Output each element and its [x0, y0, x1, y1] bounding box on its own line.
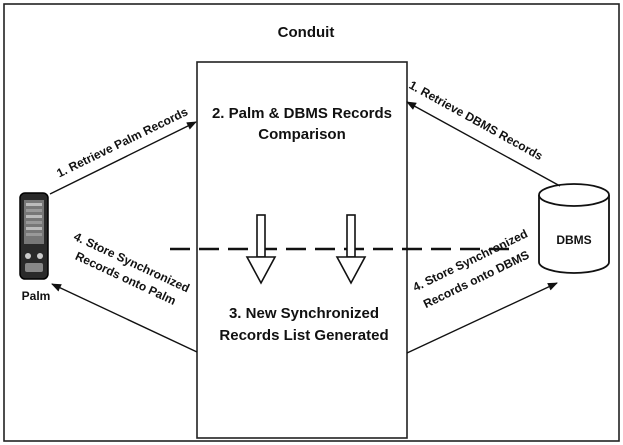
down-arrow-right [335, 214, 367, 285]
comparison-line-2: Comparison [258, 126, 346, 143]
dbms-label: DBMS [556, 233, 591, 247]
generated-line-2: Records List Generated [219, 327, 388, 344]
diagram-title: Conduit [278, 24, 335, 41]
arrow-store-palm [51, 283, 198, 353]
outer-frame [3, 3, 620, 442]
retrieve-palm-label: 1. Retrieve Palm Records [54, 104, 190, 180]
arrow-retrieve-dbms [406, 101, 561, 187]
retrieve-dbms-label: 1. Retrieve DBMS Records [407, 78, 546, 163]
arrow-retrieve-palm [49, 121, 197, 195]
database-cylinder-icon [538, 183, 610, 274]
comparison-line-1: 2. Palm & DBMS Records [212, 105, 392, 122]
palm-label: Palm [22, 289, 51, 303]
down-arrow-left [245, 214, 277, 285]
generated-line-1: 3. New Synchronized [229, 305, 379, 322]
arrow-store-dbms [406, 282, 558, 354]
pda-icon [19, 192, 49, 280]
